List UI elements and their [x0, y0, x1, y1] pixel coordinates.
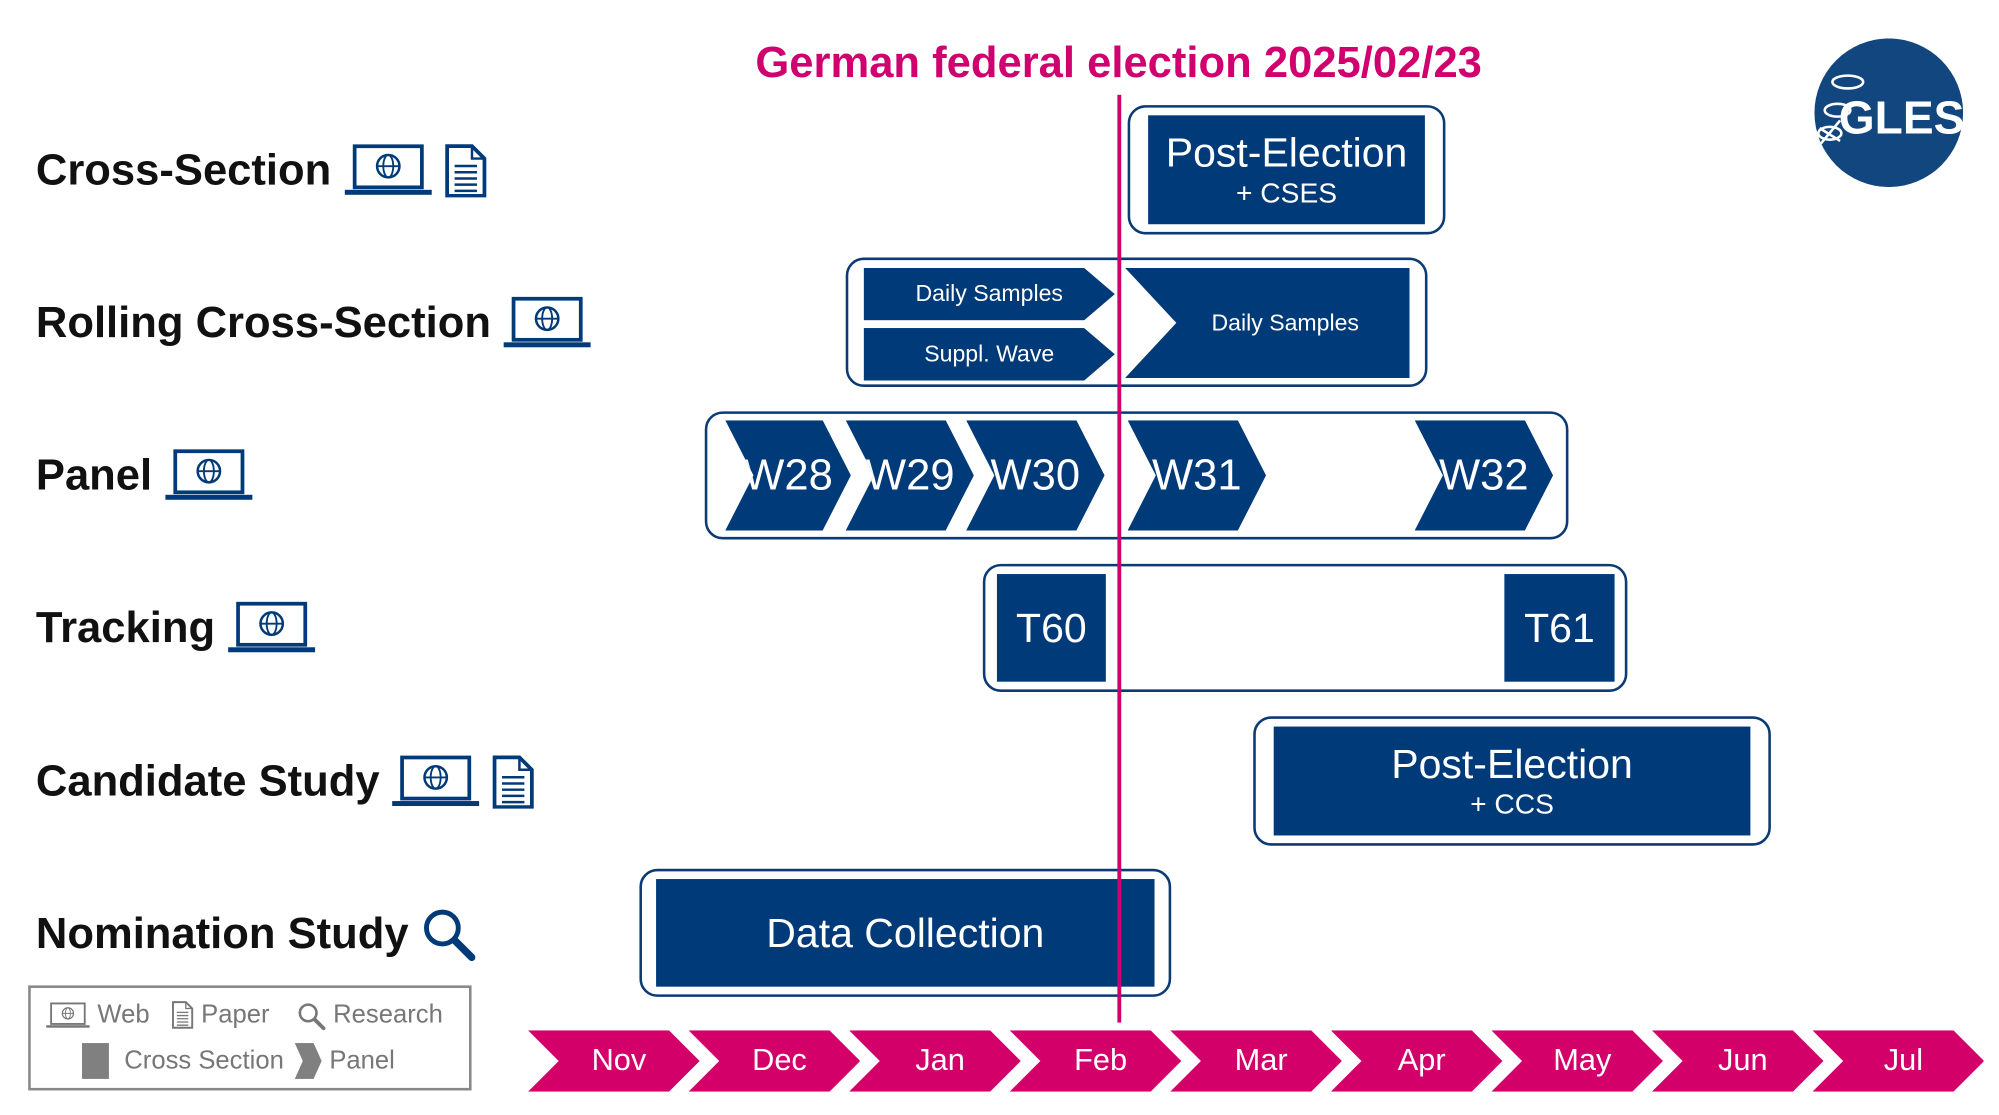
month-mar: Mar: [1170, 1030, 1342, 1092]
block-subtitle: + CCS: [1470, 788, 1554, 821]
cross-section-post-election: Post-Election + CSES: [1148, 115, 1425, 225]
row-label: Panel: [35, 450, 153, 500]
legend-label: Panel: [329, 1046, 395, 1075]
block-title: Post-Election: [1391, 740, 1633, 787]
laptop-globe-icon: [46, 1002, 90, 1029]
month-nov: Nov: [528, 1030, 700, 1092]
row-label: Cross-Section: [35, 145, 332, 195]
row-label: Candidate Study: [35, 756, 380, 806]
legend: Web Paper Research Cross Section Panel: [28, 985, 472, 1091]
month-dec: Dec: [688, 1030, 860, 1092]
row-tracking: Tracking: [35, 596, 316, 660]
legend-label: Web: [97, 1000, 150, 1029]
legend-label: Cross Section: [124, 1046, 284, 1075]
month-may: May: [1491, 1030, 1663, 1092]
candidate-post-election: Post-Election + CCS: [1273, 726, 1751, 836]
laptop-globe-icon: [227, 601, 316, 655]
legend-panel: Panel: [294, 1043, 395, 1079]
row-label: Nomination Study: [35, 909, 409, 958]
row-panel: Panel: [35, 443, 253, 507]
laptop-globe-icon: [503, 296, 591, 350]
month-feb: Feb: [1010, 1030, 1182, 1092]
legend-cross-section: Cross Section: [82, 1043, 284, 1079]
document-icon: [492, 754, 535, 809]
block-title: Post-Election: [1165, 129, 1408, 176]
row-cross-section: Cross-Section: [36, 138, 486, 202]
month-jan: Jan: [849, 1030, 1021, 1092]
election-date-line: [1117, 94, 1122, 1023]
legend-label: Paper: [201, 1000, 270, 1029]
legend-research: Research: [297, 1001, 443, 1030]
row-rolling-cross-section: Rolling Cross-Section: [36, 291, 591, 355]
chevron-swatch-icon: [294, 1043, 322, 1079]
month-jul: Jul: [1812, 1030, 1984, 1092]
square-swatch-icon: [82, 1043, 109, 1079]
panel-wave-w31: W31: [1128, 420, 1266, 530]
laptop-globe-icon: [392, 755, 480, 809]
magnifier-icon: [421, 907, 476, 962]
legend-label: Research: [333, 1000, 443, 1029]
nomination-data-collection: Data Collection: [656, 879, 1155, 987]
tracking-t60: T60: [996, 574, 1106, 682]
rcs-daily-samples-pre: Daily Samples: [864, 268, 1115, 321]
row-label: Tracking: [35, 602, 216, 652]
legend-web: Web: [46, 1000, 150, 1030]
rcs-suppl-wave: Suppl. Wave: [864, 328, 1115, 381]
block-subtitle: + CSES: [1235, 176, 1338, 209]
laptop-globe-icon: [344, 143, 432, 197]
tracking-t61: T61: [1504, 574, 1615, 682]
svg-text:GLES: GLES: [1839, 91, 1963, 143]
row-label: Rolling Cross-Section: [35, 297, 491, 347]
document-icon: [172, 1001, 194, 1030]
month-apr: Apr: [1331, 1030, 1503, 1092]
election-title: German federal election 2025/02/23: [755, 38, 1482, 88]
laptop-globe-icon: [164, 448, 253, 502]
legend-paper: Paper: [172, 1001, 270, 1030]
magnifier-icon: [297, 1001, 326, 1030]
document-icon: [444, 143, 486, 198]
row-candidate-study: Candidate Study: [36, 750, 535, 814]
row-nomination-study: Nomination Study: [35, 902, 476, 966]
month-jun: Jun: [1652, 1030, 1824, 1092]
gles-logo: GLES: [1814, 38, 1964, 188]
